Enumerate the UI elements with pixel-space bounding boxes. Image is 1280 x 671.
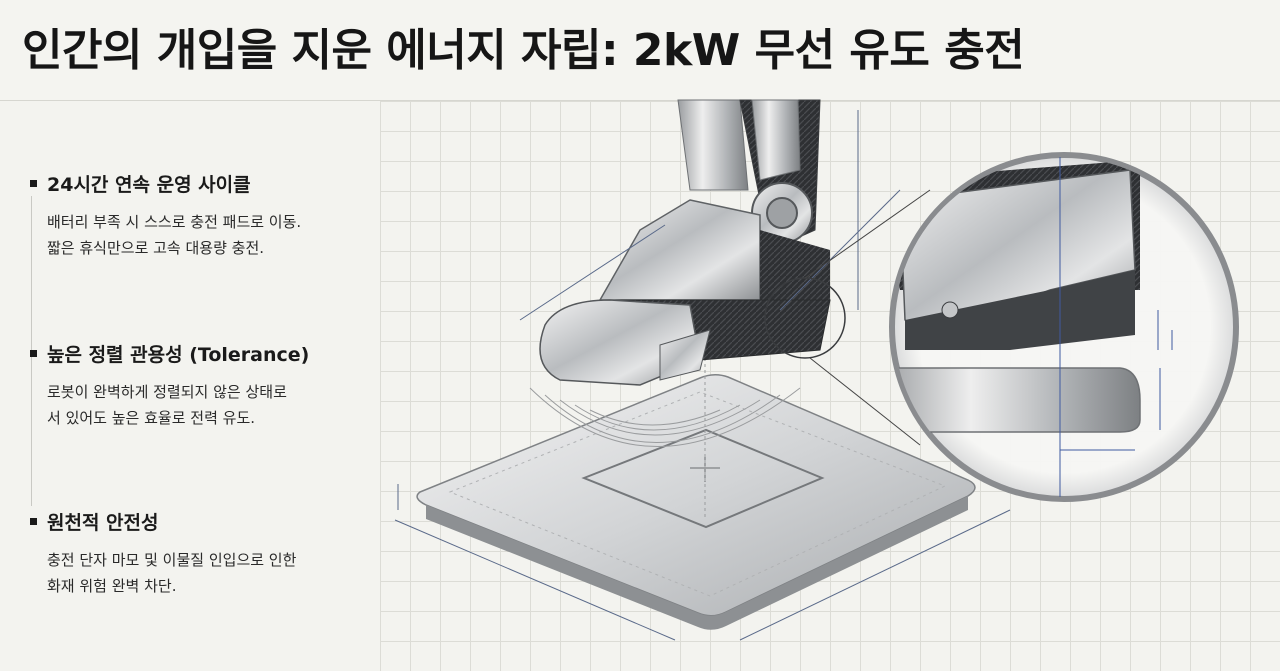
robot-foot-illustration (539, 99, 831, 386)
feature-line: 충전 단자 마모 및 이물질 인입으로 인한 (47, 551, 297, 569)
bullet-icon (30, 518, 37, 525)
bullet-icon (30, 180, 37, 187)
feature-line: 화재 위험 완벽 차단. (47, 577, 177, 595)
feature-line: 배터리 부족 시 스스로 충전 패드로 이동. (47, 213, 302, 231)
dimension-lines (394, 110, 1011, 641)
feature-heading: 원천적 안전성 (47, 512, 159, 534)
feature-continuous-operation: 24시간 연속 운영 사이클 배터리 부족 시 스스로 충전 패드로 이동. 짧… (30, 170, 390, 261)
title-bar: 인간의 개입을 지운 에너지 자립: 2kW 무선 유도 충전 (0, 0, 1280, 101)
charging-pad-illustration (416, 374, 976, 630)
bullet-icon (30, 350, 37, 357)
feature-line: 짧은 휴식만으로 고속 대용량 충전. (47, 239, 265, 257)
feature-line: 서 있어도 높은 효율로 전력 유도. (47, 409, 256, 427)
feature-alignment-tolerance: 높은 정렬 관용성 (Tolerance) 로봇이 완벽하게 정렬되지 않은 상… (30, 340, 390, 431)
feature-line: 로봇이 완벽하게 정렬되지 않은 상태로 (47, 383, 287, 401)
magnetic-field-lines (529, 340, 801, 520)
feature-description: 로봇이 완벽하게 정렬되지 않은 상태로 서 있어도 높은 효율로 전력 유도. (47, 379, 390, 431)
feature-heading: 높은 정렬 관용성 (Tolerance) (47, 344, 310, 366)
feature-description: 배터리 부족 시 스스로 충전 패드로 이동. 짧은 휴식만으로 고속 대용량 … (47, 209, 390, 261)
feature-inherent-safety: 원천적 안전성 충전 단자 마모 및 이물질 인입으로 인한 화재 위험 완벽 … (30, 508, 390, 599)
feature-description: 충전 단자 마모 및 이물질 인입으로 인한 화재 위험 완벽 차단. (47, 547, 390, 599)
page-title: 인간의 개입을 지운 에너지 자립: 2kW 무선 유도 충전 (22, 25, 1025, 76)
feature-heading: 24시간 연속 운영 사이클 (47, 174, 251, 196)
